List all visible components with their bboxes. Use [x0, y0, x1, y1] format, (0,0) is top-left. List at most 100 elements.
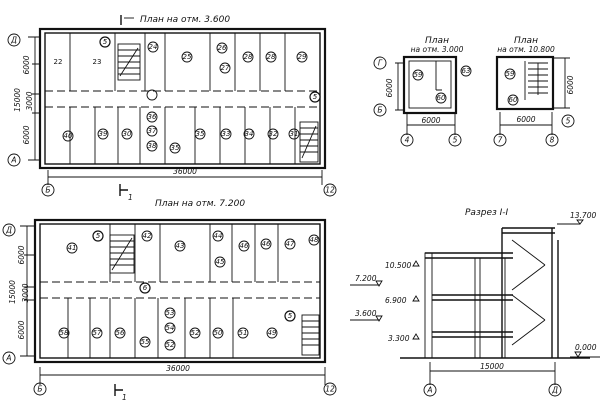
- plan-10800-title-2: на отм. 10.800: [497, 45, 555, 54]
- room-label: 27: [221, 64, 230, 72]
- axis-marker: Д: [5, 226, 12, 235]
- dim-text: 6000: [566, 75, 575, 94]
- room-label: 34: [245, 130, 254, 138]
- dim-text: 36000: [166, 364, 190, 373]
- room-label: 51: [239, 329, 248, 337]
- room-label: 58: [60, 329, 69, 337]
- plan-7200-corridor: [40, 281, 320, 299]
- room-label: 40: [64, 132, 73, 140]
- room-label: 49: [268, 329, 277, 337]
- dim-text: 15000: [8, 280, 17, 304]
- room-label: 26: [218, 44, 227, 52]
- room-label: 63: [462, 67, 471, 75]
- stair-mark: 6: [143, 284, 148, 292]
- level-mark: 0.000: [575, 343, 597, 352]
- dim-text: 6000: [385, 78, 394, 97]
- room-label: 41: [68, 244, 77, 252]
- room-label: 37: [148, 127, 157, 135]
- section-1-1: Разрез I-I 13.700 0.000 7.200 3.600 10.5…: [350, 208, 600, 397]
- axis-marker: 12: [325, 385, 335, 394]
- room-label: 43: [176, 242, 185, 250]
- level-mark: 7.200: [355, 274, 377, 283]
- axis-marker: 5: [566, 117, 571, 126]
- room-label: 28: [267, 53, 276, 61]
- axis-marker: А: [10, 156, 16, 165]
- plan-10800-wall: [495, 55, 555, 111]
- room-label: 35: [171, 144, 180, 152]
- plan-3600-stair-left: [117, 43, 141, 81]
- room-label: 30: [123, 130, 132, 138]
- room-label: 46: [262, 240, 271, 248]
- dim-text: 6000: [17, 245, 26, 264]
- dim-text: 6000: [22, 55, 31, 74]
- section-mark-label: 1: [128, 193, 133, 202]
- plan-7200-inner-wall: [39, 223, 321, 359]
- dim-text: 15000: [480, 362, 504, 371]
- dim-text: 3000: [21, 283, 30, 302]
- plan-3000-wall: [402, 55, 458, 115]
- axis-marker: 12: [325, 186, 335, 195]
- plan-10800-title-1: План: [514, 36, 538, 46]
- axis-marker: А: [5, 354, 11, 363]
- plan-7200-title: План на отм. 7.200: [155, 199, 245, 209]
- axis-marker: 4: [405, 136, 410, 145]
- plan-3600-column-round: [146, 89, 158, 101]
- level-mark: 10.500: [385, 261, 411, 270]
- room-label: 42: [143, 232, 152, 240]
- plan-7200-dim-left: [20, 225, 35, 357]
- plan-3600: План на отм. 3.600 22 23 24 25 26 27 28 …: [7, 15, 337, 202]
- dim-text: 6000: [17, 320, 26, 339]
- plan-10800: План на отм. 10.800 59 60 6000 6000 7 8 …: [493, 36, 575, 147]
- plan-3600-dim-left: [28, 36, 40, 161]
- section-title: Разрез I-I: [465, 208, 509, 218]
- room-label: 48: [310, 236, 319, 244]
- room-label: 33: [222, 130, 231, 138]
- plan-3000: План на отм. 3.000 59 60 63 6000 6000 Г …: [373, 36, 472, 147]
- plan-3600-dim-bottom: [47, 170, 323, 185]
- axis-marker: 8: [550, 136, 555, 145]
- room-label: 52: [191, 329, 200, 337]
- dim-text: 6000: [22, 125, 31, 144]
- room-label: 39: [99, 130, 108, 138]
- room-label: 53: [166, 309, 175, 317]
- axis-marker: Б: [37, 385, 42, 394]
- room-label: 60: [437, 94, 446, 102]
- room-label: 57: [93, 329, 102, 337]
- level-mark: 6.900: [385, 296, 407, 305]
- stair-mark: 5: [288, 312, 293, 320]
- plan-3600-outer-wall: [38, 27, 327, 170]
- plan-7200-outer-wall: [33, 218, 327, 364]
- room-label: 50: [214, 329, 223, 337]
- room-label: 56: [116, 329, 125, 337]
- axis-marker: Д: [551, 386, 558, 395]
- axis-marker: 5: [453, 136, 458, 145]
- stair-mark: 5: [96, 232, 101, 240]
- room-label: 29: [298, 53, 307, 61]
- room-label: 24: [149, 43, 158, 51]
- stair-mark: 5: [313, 93, 318, 101]
- axis-marker: Г: [378, 59, 383, 68]
- section-cut-marker: [119, 184, 128, 196]
- plan-3600-corridor: [45, 90, 320, 108]
- room-label: 59: [414, 71, 423, 79]
- plan-7200: План на отм. 7.200 41 42 43 44 45 46 46 …: [2, 199, 337, 402]
- dim-text: 6000: [421, 116, 440, 125]
- room-label: 44: [214, 232, 223, 240]
- axis-marker: Б: [45, 186, 50, 195]
- room-label: 59: [506, 70, 515, 78]
- plan-7200-stair-right: [301, 314, 320, 356]
- section-wall-left: [424, 252, 433, 359]
- room-label: 25: [183, 53, 192, 61]
- room-label: 28: [244, 53, 253, 61]
- axis-marker: Д: [10, 36, 17, 45]
- room-label: 35: [196, 130, 205, 138]
- plan-3600-stair-right: [299, 121, 319, 163]
- room-label: 46: [240, 242, 249, 250]
- plan-10800-stair: [528, 62, 548, 95]
- room-label: 54: [166, 324, 175, 332]
- stair-flights: [511, 239, 546, 346]
- section-cut-marker: [114, 384, 123, 396]
- room-label: 45: [216, 258, 225, 266]
- level-mark: 3.300: [388, 334, 410, 343]
